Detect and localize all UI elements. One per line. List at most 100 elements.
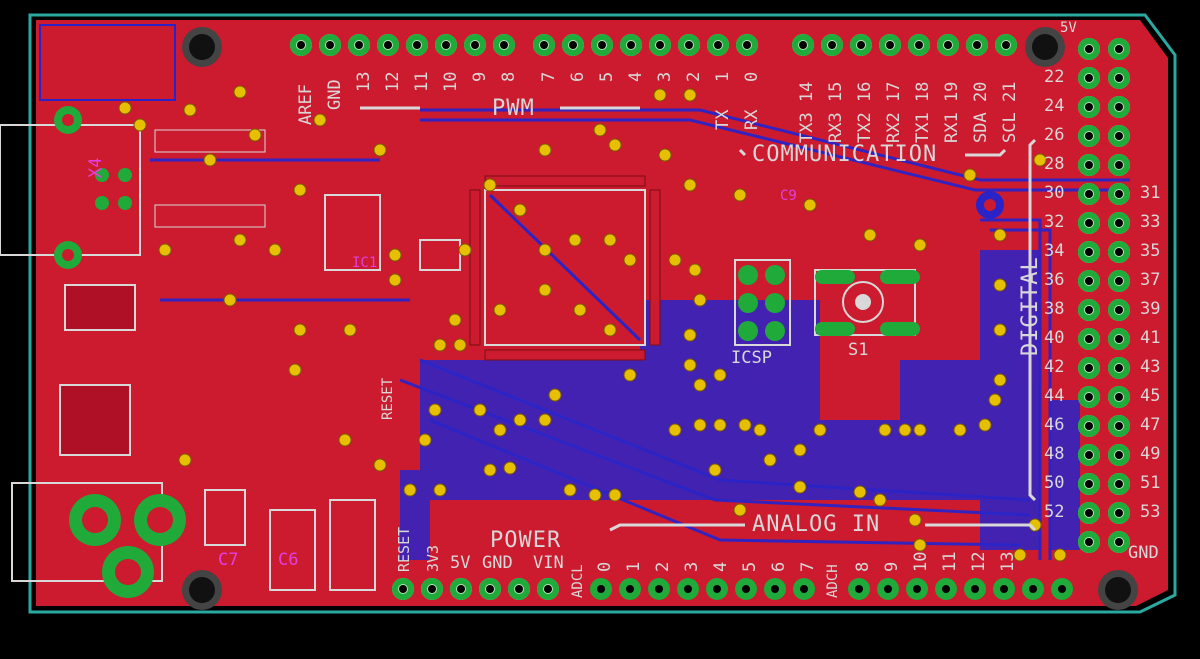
header-pin[interactable]: [1078, 67, 1100, 89]
header-pin[interactable]: [1108, 415, 1130, 437]
header-pin[interactable]: [464, 34, 486, 56]
header-pin[interactable]: [1022, 578, 1044, 600]
header-pin[interactable]: [1078, 473, 1100, 495]
pin-label-gnd-bottom: GND: [482, 553, 513, 573]
usb-small-pads: [95, 168, 132, 210]
header-pin[interactable]: [392, 578, 414, 600]
header-pin[interactable]: [1108, 154, 1130, 176]
header-pin[interactable]: [562, 34, 584, 56]
pin-label-tx: TX: [713, 109, 733, 130]
header-pin[interactable]: [1108, 473, 1130, 495]
header-pin[interactable]: [1078, 241, 1100, 263]
header-pin[interactable]: [1078, 357, 1100, 379]
header-pin[interactable]: [1108, 241, 1130, 263]
header-pin[interactable]: [1078, 125, 1100, 147]
pin-label-tx1: TX1 18: [913, 81, 933, 143]
header-pin[interactable]: [1078, 299, 1100, 321]
header-pin[interactable]: [908, 34, 930, 56]
header-pin[interactable]: [1108, 270, 1130, 292]
header-pin[interactable]: [1108, 299, 1130, 321]
header-pin[interactable]: [619, 578, 641, 600]
header-pin[interactable]: [649, 34, 671, 56]
header-pin[interactable]: [1108, 328, 1130, 350]
pin-label-2: 2: [684, 71, 704, 82]
header-pin[interactable]: [1078, 96, 1100, 118]
header-pin[interactable]: [995, 34, 1017, 56]
header-pin[interactable]: [648, 578, 670, 600]
header-pin[interactable]: [793, 578, 815, 600]
header-pin[interactable]: [706, 578, 728, 600]
header-pin[interactable]: [821, 34, 843, 56]
header-pin[interactable]: [319, 34, 341, 56]
header-pin[interactable]: [1078, 183, 1100, 205]
header-pin[interactable]: [906, 578, 928, 600]
header-pin[interactable]: [1078, 212, 1100, 234]
header-pin[interactable]: [1108, 212, 1130, 234]
header-pin[interactable]: [993, 578, 1015, 600]
header-pin[interactable]: [1108, 125, 1130, 147]
header-pin[interactable]: [1108, 444, 1130, 466]
header-pin[interactable]: [966, 34, 988, 56]
header-pin[interactable]: [764, 578, 786, 600]
header-pin[interactable]: [1078, 270, 1100, 292]
header-pin[interactable]: [1108, 183, 1130, 205]
analog-group-adcl: ADCL: [570, 564, 586, 598]
header-pin[interactable]: [435, 34, 457, 56]
header-pin[interactable]: [848, 578, 870, 600]
header-pin[interactable]: [678, 34, 700, 56]
header-pin[interactable]: [964, 578, 986, 600]
header-pin[interactable]: [850, 34, 872, 56]
header-pin[interactable]: [1078, 154, 1100, 176]
header-pin[interactable]: [591, 34, 613, 56]
header-pin[interactable]: [590, 578, 612, 600]
header-pin[interactable]: [421, 578, 443, 600]
icsp-pads: [738, 265, 785, 341]
header-pin[interactable]: [479, 578, 501, 600]
header-pin[interactable]: [707, 34, 729, 56]
header-pin[interactable]: [1078, 38, 1100, 60]
header-pin[interactable]: [377, 34, 399, 56]
header-pin[interactable]: [677, 578, 699, 600]
header-pin[interactable]: [1078, 386, 1100, 408]
header-pin[interactable]: [879, 34, 901, 56]
usb-connector-silk: [39, 24, 176, 101]
header-pin[interactable]: [1078, 415, 1100, 437]
pin-label-scl: SCL 21: [1000, 81, 1020, 143]
header-pin[interactable]: [508, 578, 530, 600]
header-pin[interactable]: [736, 34, 758, 56]
header-pin[interactable]: [450, 578, 472, 600]
header-pin[interactable]: [1078, 444, 1100, 466]
pin-label-30: 30: [1044, 183, 1065, 203]
label-x4: X4: [86, 157, 106, 178]
header-pin[interactable]: [406, 34, 428, 56]
header-pin[interactable]: [1078, 328, 1100, 350]
header-pin[interactable]: [1108, 531, 1130, 553]
header-pin[interactable]: [348, 34, 370, 56]
header-pin[interactable]: [493, 34, 515, 56]
header-pin[interactable]: [877, 578, 899, 600]
pin-label-42: 42: [1044, 357, 1065, 377]
header-pin[interactable]: [1108, 357, 1130, 379]
header-pin[interactable]: [1108, 502, 1130, 524]
header-pin[interactable]: [792, 34, 814, 56]
pin-label-40: 40: [1044, 328, 1065, 348]
header-pin[interactable]: [1108, 38, 1130, 60]
header-pin[interactable]: [1051, 578, 1073, 600]
header-pin[interactable]: [620, 34, 642, 56]
header-pin[interactable]: [1078, 502, 1100, 524]
header-pin[interactable]: [935, 578, 957, 600]
header-pin[interactable]: [937, 34, 959, 56]
pin-label-12: 12: [383, 71, 403, 92]
header-pin[interactable]: [735, 578, 757, 600]
header-pin[interactable]: [1108, 386, 1130, 408]
header-pin[interactable]: [533, 34, 555, 56]
header-pin[interactable]: [1108, 96, 1130, 118]
header-pin[interactable]: [537, 578, 559, 600]
header-pin[interactable]: [1108, 67, 1130, 89]
pin-label-a10: 10: [911, 551, 931, 572]
pin-label-45: 45: [1140, 386, 1161, 406]
header-pin[interactable]: [290, 34, 312, 56]
pin-label-37: 37: [1140, 270, 1161, 290]
header-pin[interactable]: [1078, 531, 1100, 553]
label-reset-top: RESET: [380, 377, 396, 420]
